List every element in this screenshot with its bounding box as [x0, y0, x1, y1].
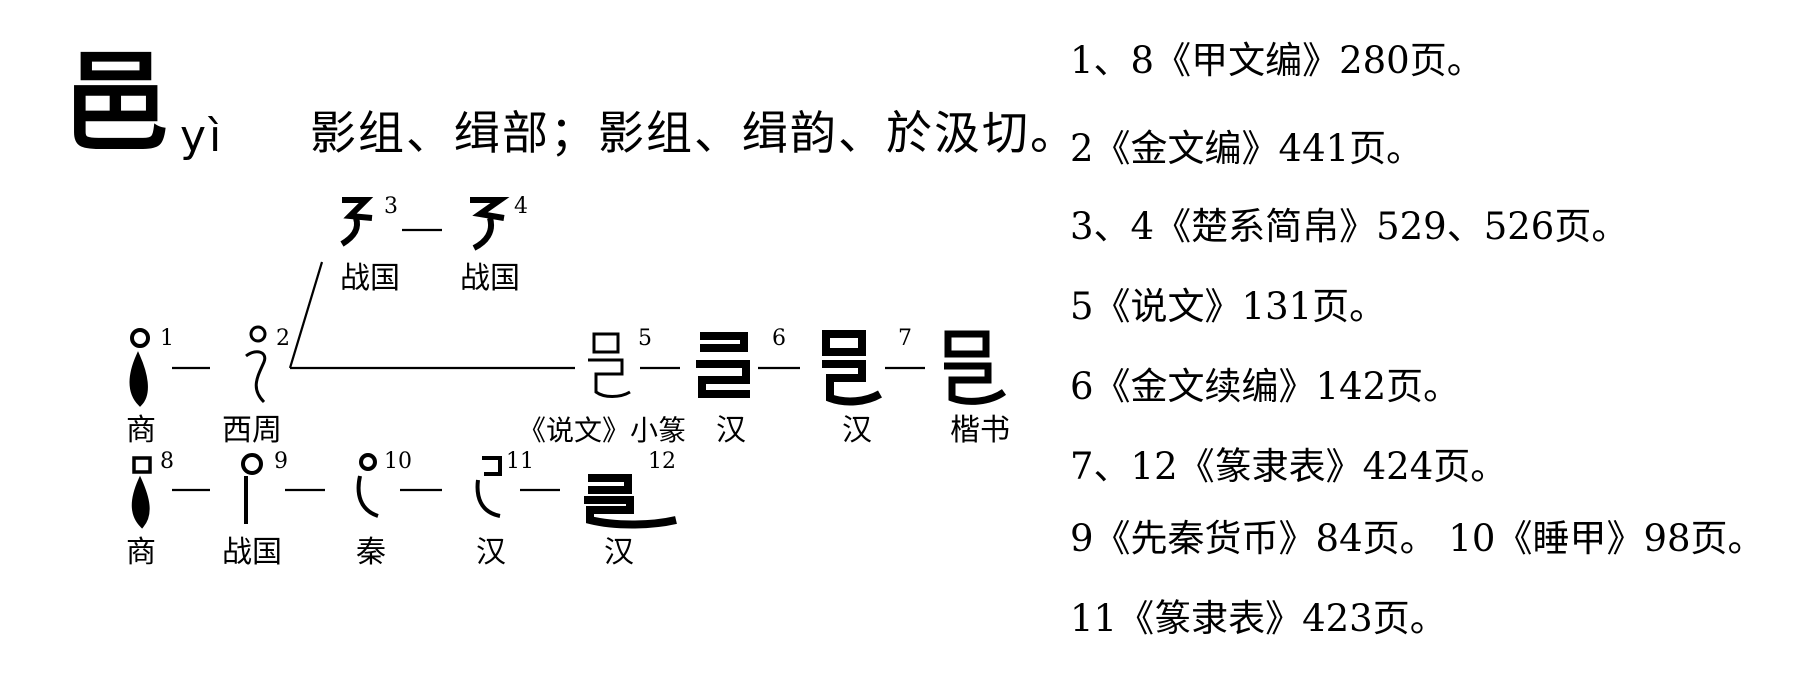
form-number: 12	[648, 449, 676, 474]
form-period-label: 战国	[222, 535, 282, 570]
form-4: 4 战国	[460, 194, 528, 296]
form-period-label: 汉	[716, 413, 746, 448]
source-citation: 9《先秦货币》84页。 10《睡甲》98页。	[1070, 517, 1765, 560]
source-citation: 2《金文编》441页。	[1070, 127, 1424, 170]
glyph-form-kaishu	[944, 330, 1007, 405]
glyph-form-8	[131, 456, 152, 529]
form-number: 1	[160, 326, 174, 351]
form-period-label: 战国	[460, 261, 520, 296]
branch-connector	[288, 261, 324, 369]
source-citation: 11《篆隶表》423页。	[1070, 597, 1447, 640]
glyph-form-2	[245, 325, 267, 404]
form-number: 8	[160, 449, 174, 474]
form-number: 11	[506, 449, 534, 474]
form-6: 6 汉	[696, 326, 786, 448]
connector-lines	[172, 228, 925, 492]
phonology-note: 影组、缉部；影组、缉韵、於汲切。	[310, 106, 1078, 160]
form-2: 2 西周	[222, 325, 290, 448]
glyph-form-11	[475, 456, 502, 518]
glyph-form-4	[470, 197, 510, 251]
form-period-label: 商	[126, 535, 156, 570]
form-number: 6	[772, 326, 786, 351]
form-period-label: 商	[126, 413, 156, 448]
form-1: 1 商	[126, 326, 174, 448]
form-period-label: 战国	[340, 261, 400, 296]
form-period-label: 西周	[222, 413, 282, 448]
source-citation: 7、12《篆隶表》424页。	[1070, 445, 1508, 488]
glyph-form-6	[696, 332, 750, 398]
head-character: 邑	[62, 41, 171, 166]
source-citation: 1、8《甲文编》280页。	[1070, 39, 1484, 82]
source-citation: 3、4《楚系简帛》529、526页。	[1070, 205, 1629, 248]
source-citation: 5《说文》131页。	[1070, 285, 1387, 328]
form-11: 11 汉	[475, 449, 534, 570]
form-kaishu: 楷书	[944, 330, 1010, 448]
form-period-label: 汉	[842, 413, 872, 448]
form-5: 5 《说文》小篆	[518, 326, 686, 447]
source-citation: 6《金文续编》142页。	[1070, 365, 1461, 408]
glyph-form-7	[822, 330, 882, 406]
glyph-form-10	[356, 453, 379, 518]
form-period-label: 楷书	[950, 413, 1010, 448]
form-period-label: 汉	[476, 535, 506, 570]
form-12: 12 汉	[584, 449, 677, 570]
form-10: 10 秦	[356, 449, 412, 570]
form-number: 9	[274, 449, 288, 474]
form-period-label: 汉	[604, 535, 634, 570]
form-number: 7	[898, 326, 912, 351]
form-3: 3 战国	[340, 194, 400, 296]
glyph-form-5	[588, 332, 631, 398]
glyph-form-1	[129, 328, 150, 407]
form-number: 4	[514, 194, 528, 219]
evolution-diagram: 1 商 2 西周 5 《说文》小篆 6 汉 7 汉	[126, 194, 1010, 570]
form-period-label: 《说文》小篆	[518, 414, 686, 447]
glyph-form-12	[584, 474, 677, 529]
form-7: 7 汉	[822, 326, 912, 448]
form-number: 3	[384, 194, 398, 219]
form-number: 5	[638, 326, 652, 351]
form-number: 2	[276, 326, 290, 351]
form-number: 10	[384, 449, 412, 474]
pinyin: yì	[180, 111, 225, 162]
form-8: 8 商	[126, 449, 174, 570]
form-period-label: 秦	[356, 535, 386, 570]
glyph-form-9	[241, 453, 263, 524]
glyph-form-3	[340, 197, 374, 247]
form-9: 9 战国	[222, 449, 288, 570]
